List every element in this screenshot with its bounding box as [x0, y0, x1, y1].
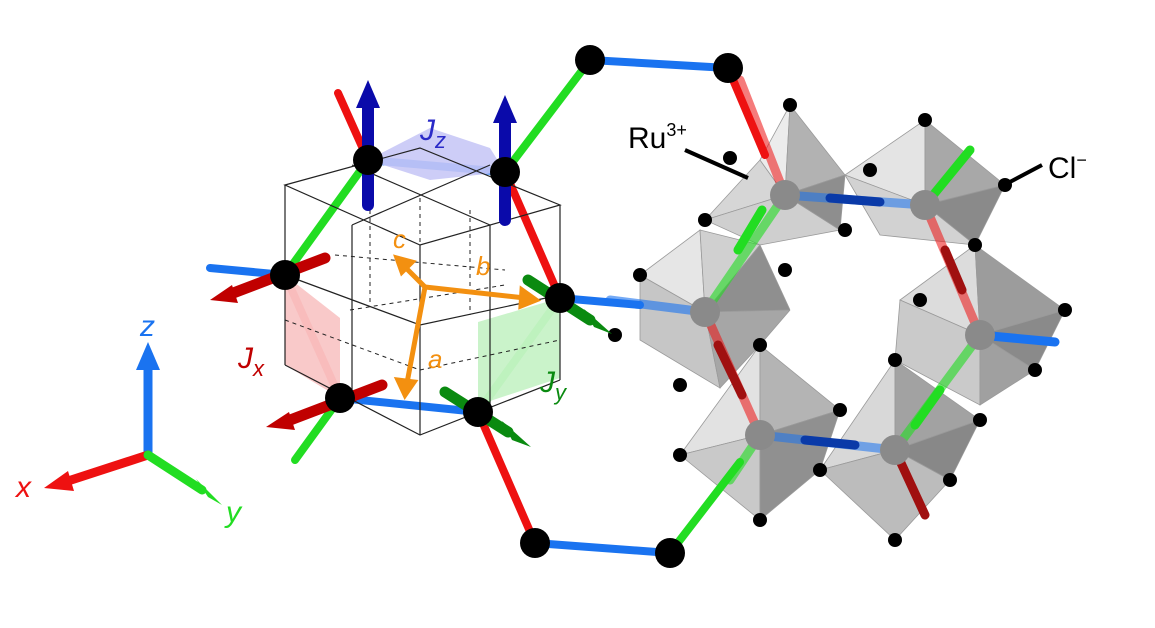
unit-cube [283, 128, 562, 436]
jz-plaquette [368, 128, 505, 180]
honeycomb-atoms [270, 45, 743, 568]
rucl3-octahedra-network [605, 75, 1072, 547]
axis-triad: z x y [14, 310, 243, 529]
axis-x-shaft [60, 450, 153, 487]
cl-pointer-line [1007, 163, 1043, 185]
ru-site [270, 260, 300, 290]
ru-ion [770, 180, 800, 210]
cl-ion-label: Cl− [1048, 150, 1087, 185]
spin-y-arrowhead [584, 309, 612, 334]
ru-site [713, 53, 743, 83]
vector-b-arrowhead [518, 285, 542, 310]
cl-ions [608, 98, 1072, 547]
axis-z-label: z [139, 310, 155, 343]
ru-ion [910, 190, 940, 220]
spin-y-arrowhead [502, 421, 531, 447]
axis-y-shaft [143, 450, 207, 495]
ru-ion [690, 297, 720, 327]
jz-label: Jz [419, 114, 446, 153]
jy-label: Jy [539, 366, 568, 405]
ru-site [325, 383, 355, 413]
ru-site [353, 145, 383, 175]
ru-site [655, 538, 685, 568]
vector-b-label: b [476, 251, 490, 281]
spin-z-arrowhead [493, 95, 517, 123]
vector-a-label: a [428, 344, 442, 374]
vector-a-arrowhead [393, 376, 419, 401]
spin-x-arrowhead [266, 412, 295, 430]
ru-site [575, 45, 605, 75]
ru-site [520, 528, 550, 558]
ru-site [463, 397, 493, 427]
jy-plaquette [478, 298, 560, 405]
ru-site [490, 157, 520, 187]
axis-x-arrowhead [44, 471, 74, 491]
ru-ion [745, 420, 775, 450]
labels: Jz Jx Jy c b a Ru3+ Cl− [237, 114, 1087, 405]
vector-c-arrowhead [393, 254, 417, 277]
ru-ions [690, 180, 995, 465]
spin-z-arrowhead [356, 80, 380, 108]
jx-label: Jx [237, 342, 265, 381]
ru-pointer-line [684, 148, 749, 180]
axis-z-arrowhead [136, 342, 160, 370]
lattice-vectors [393, 254, 542, 401]
ru-ion [880, 435, 910, 465]
axis-x-label: x [14, 471, 32, 504]
axis-y-arrowhead [196, 479, 222, 505]
spin-x-arrowhead [210, 285, 238, 303]
ru-ion-label: Ru3+ [628, 120, 687, 155]
ru-site [545, 283, 575, 313]
axis-y-label: y [224, 496, 243, 529]
jx-plaquette [285, 275, 340, 398]
vector-c-label: c [393, 224, 406, 254]
ru-ion [965, 320, 995, 350]
